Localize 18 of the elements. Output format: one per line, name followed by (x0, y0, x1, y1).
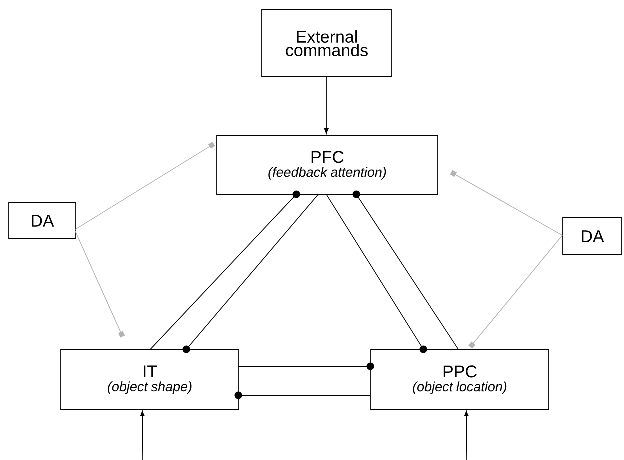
process-box: IT (object shape) (60, 350, 240, 410)
arrow (140, 410, 145, 460)
process-box: DA (8, 202, 76, 240)
connector-line (150, 190, 300, 350)
connector-line (75, 142, 216, 230)
connector-line (450, 170, 563, 236)
connector-line (352, 190, 459, 350)
process-box: PPC (object location) (370, 350, 550, 410)
connector-line (326, 194, 428, 354)
connector-line (234, 392, 371, 400)
connector-line (182, 194, 319, 354)
connector-line (238, 362, 374, 370)
arrow (324, 76, 329, 134)
process-box: External commands (262, 10, 392, 78)
connector-line (468, 235, 563, 349)
process-box: PFC (feedback attention) (216, 136, 438, 196)
process-box: DA (562, 218, 622, 256)
arrow (464, 410, 469, 460)
